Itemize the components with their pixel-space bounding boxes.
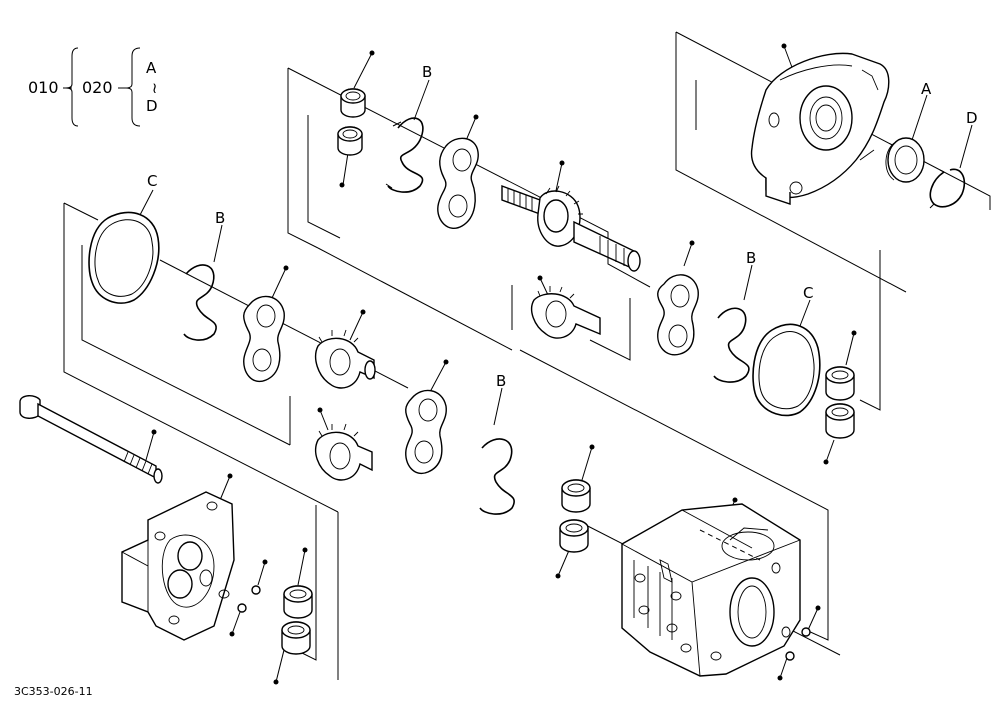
steel-ball-housing-2 (785, 651, 795, 661)
steel-ball-rear-2 (237, 603, 247, 613)
through-bolt (19, 395, 163, 484)
bushing-upper-rear (337, 126, 363, 156)
gear-housing-body (621, 503, 801, 677)
legend-range-tilde: ~ (146, 82, 164, 95)
legend-range-end: D (146, 97, 158, 115)
callout-c-left: C (147, 172, 157, 190)
backup-ring-upper (385, 117, 424, 193)
bushing-lower-front (561, 479, 591, 513)
callout-b-left: B (215, 209, 225, 227)
bushing-right-front (825, 366, 855, 401)
callout-a-right: A (921, 80, 932, 98)
side-plate-upper (437, 137, 479, 229)
backup-ring-left (183, 264, 217, 341)
bushing-lower-rear (559, 519, 589, 553)
mounting-flange-cover (750, 52, 890, 205)
drive-gear-left (314, 329, 376, 389)
side-plate-lower (405, 389, 447, 475)
assembly-frame-left (63, 202, 409, 680)
bushing-right-rear (825, 403, 855, 439)
legend-range-start: A (146, 59, 157, 77)
steel-ball-rear-1 (251, 585, 261, 595)
callout-b-lower: B (496, 372, 506, 390)
driven-gear-upper (530, 286, 601, 339)
snap-ring (929, 168, 966, 209)
backup-ring-lower (479, 438, 515, 515)
callout-b-mid: B (746, 249, 756, 267)
rear-cover-housing (121, 491, 235, 641)
drawing-number: 3C353-026-11 (14, 685, 93, 698)
callout-labels: B A D C B B C B (147, 63, 978, 390)
bushing-rear-cover-front (283, 585, 313, 619)
backup-ring-mid (713, 307, 750, 383)
callout-b-top: B (422, 63, 432, 81)
oil-seal (885, 137, 925, 183)
drive-shaft-gear (501, 184, 641, 272)
bushing-rear-cover-rear (281, 621, 311, 655)
legend-sub-assy-number: 020 (82, 78, 113, 97)
callout-d-right: D (966, 109, 978, 127)
legend-assy-number: 010 (28, 78, 59, 97)
bushing-upper-front (340, 88, 366, 118)
steel-ball-housing-1 (801, 627, 811, 637)
side-plate-mid (657, 274, 699, 356)
driven-gear-left (314, 423, 373, 481)
assembly-legend: 010 020 A ~ D (28, 47, 164, 127)
seal-ring-left (88, 211, 160, 304)
leader-lines (139, 43, 973, 685)
seal-ring-mid (752, 323, 821, 417)
callout-c-mid: C (803, 284, 813, 302)
side-plate-left (243, 295, 285, 383)
